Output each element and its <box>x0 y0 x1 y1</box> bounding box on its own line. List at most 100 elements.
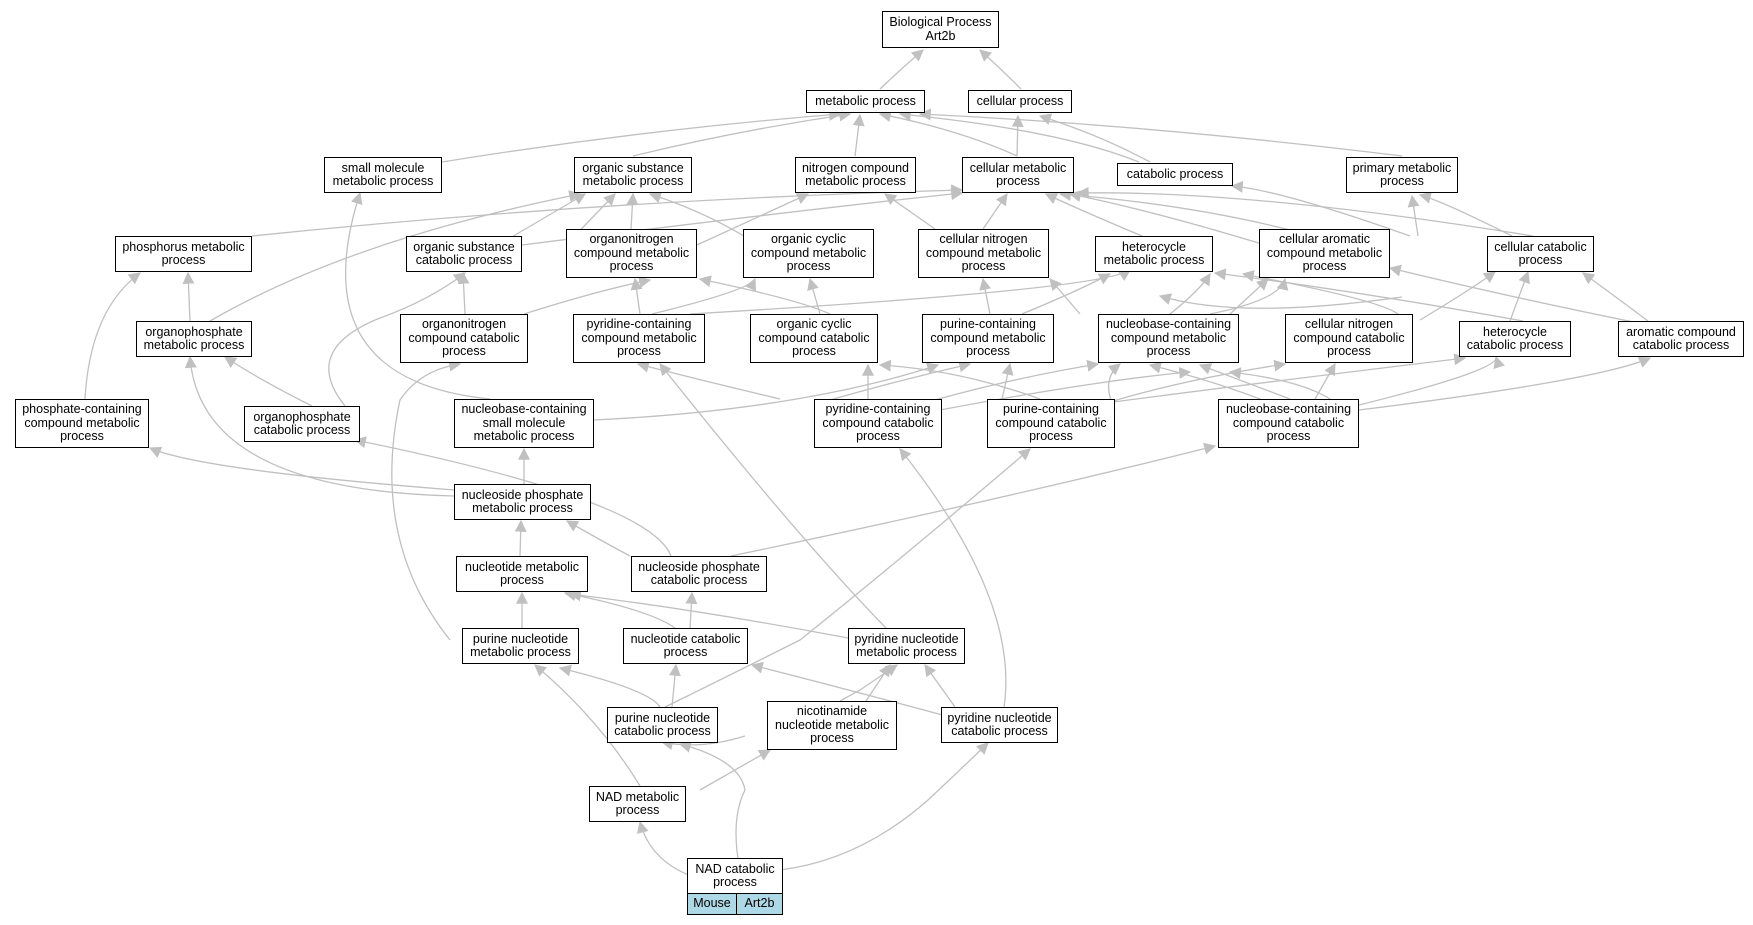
node-nad-catabolic[interactable]: NAD catabolic process <box>687 858 783 894</box>
node-line: purine-containing <box>940 317 1036 332</box>
node-line: compound catabolic <box>408 330 520 345</box>
edge-arrow <box>664 448 1031 708</box>
node-purine-nucleotide-metabolic[interactable]: purine nucleotide metabolic process <box>462 628 579 664</box>
node-metabolic-process[interactable]: metabolic process <box>806 90 925 113</box>
edge-arrow <box>632 109 852 157</box>
node-line: organic cyclic <box>776 317 852 332</box>
node-line: organophosphate <box>253 409 351 424</box>
node-purine-containing-metabolic[interactable]: purine-containing compound metabolic pro… <box>922 314 1054 363</box>
node-phosphorus-metabolic[interactable]: phosphorus metabolic process <box>115 236 252 272</box>
node-line: compound metabolic <box>1110 330 1227 345</box>
node-small-molecule-metabolic[interactable]: small molecule metabolic process <box>324 157 442 193</box>
node-cellular-process[interactable]: cellular process <box>968 90 1072 113</box>
edge-arrow <box>852 113 865 157</box>
edge-arrow <box>899 448 1007 708</box>
node-primary-metabolic[interactable]: primary metabolic process <box>1346 157 1458 193</box>
node-line: primary metabolic <box>1352 160 1452 175</box>
edge-arrow <box>1213 268 1524 322</box>
edge-arrow <box>678 740 746 871</box>
node-line: pyridine nucleotide <box>947 710 1052 725</box>
node-pyridine-containing-catabolic[interactable]: pyridine-containing compound catabolic p… <box>814 399 942 448</box>
node-line: pyridine-containing <box>586 317 692 332</box>
node-nucleobase-small-molecule-metabolic[interactable]: nucleobase-containing small molecule met… <box>454 399 594 448</box>
node-nucleoside-phosphate-metabolic[interactable]: nucleoside phosphate metabolic process <box>454 484 591 520</box>
node-organic-substance-metabolic[interactable]: organic substance metabolic process <box>574 157 692 193</box>
node-line: metabolic process <box>805 174 906 188</box>
node-nucleotide-catabolic[interactable]: nucleotide catabolic process <box>623 628 748 664</box>
node-nucleoside-phosphate-catabolic[interactable]: nucleoside phosphate catabolic process <box>631 556 767 592</box>
node-line: process <box>615 803 660 817</box>
species-gene-legend: Mouse Art2b <box>687 893 783 915</box>
node-purine-containing-catabolic[interactable]: purine-containing compound catabolic pro… <box>987 399 1115 448</box>
node-line: purine nucleotide <box>614 710 711 725</box>
node-line: catabolic process <box>1632 338 1730 352</box>
edge-arrow <box>1418 191 1513 237</box>
edge-arrow <box>1230 180 1411 237</box>
node-purine-nucleotide-catabolic[interactable]: purine nucleotide catabolic process <box>607 707 718 743</box>
edge-arrow <box>898 109 1140 163</box>
node-line: nucleoside phosphate <box>461 487 584 502</box>
node-line: NAD metabolic <box>595 789 680 804</box>
node-cellular-aromatic-metabolic[interactable]: cellular aromatic compound metabolic pro… <box>1259 229 1390 278</box>
node-pyridine-containing-metabolic[interactable]: pyridine-containing compound metabolic p… <box>573 314 705 363</box>
edge-arrow <box>84 272 141 400</box>
node-heterocycle-metabolic[interactable]: heterocycle metabolic process <box>1095 236 1213 272</box>
node-organophosphate-catabolic[interactable]: organophosphate catabolic process <box>244 406 360 442</box>
edge-arrow <box>807 277 821 315</box>
node-nad-metabolic[interactable]: NAD metabolic process <box>589 786 686 822</box>
node-line: catabolic process <box>1466 338 1564 352</box>
edge-arrow <box>979 49 1022 90</box>
edge-arrow <box>630 277 643 315</box>
edge-arrow <box>1011 114 1024 157</box>
edge-arrow <box>698 275 831 315</box>
node-organic-cyclic-catabolic[interactable]: organic cyclic compound catabolic proces… <box>750 314 878 363</box>
edge-arrow <box>1358 356 1652 411</box>
node-line: small molecule <box>482 415 566 430</box>
node-phosphate-containing-metabolic[interactable]: phosphate-containing compound metabolic … <box>15 399 149 448</box>
node-biological-process[interactable]: Biological Process Art2b <box>882 11 999 48</box>
edge-arrow <box>1388 264 1649 326</box>
node-line: metabolic process <box>332 174 434 188</box>
node-line: catabolic process <box>951 724 1048 738</box>
node-heterocycle-catabolic[interactable]: heterocycle catabolic process <box>1459 321 1571 357</box>
node-nucleobase-containing-catabolic[interactable]: nucleobase-containing compound catabolic… <box>1218 399 1359 448</box>
node-pyridine-nucleotide-catabolic[interactable]: pyridine nucleotide catabolic process <box>941 707 1058 743</box>
node-line: compound metabolic <box>750 245 867 260</box>
edge-arrow <box>1068 190 1263 245</box>
edge-arrow <box>648 191 745 237</box>
node-organonitrogen-catabolic[interactable]: organonitrogen compound catabolic proces… <box>400 314 528 363</box>
edge-arrow <box>669 663 681 708</box>
edge-arrow <box>696 193 810 246</box>
node-nucleotide-metabolic[interactable]: nucleotide metabolic process <box>456 556 588 592</box>
node-nucleobase-containing-metabolic[interactable]: nucleobase-containing compound metabolic… <box>1098 314 1239 363</box>
edge-arrow <box>1001 362 1014 400</box>
node-line: metabolic process <box>856 645 957 659</box>
node-cellular-nitrogen-catabolic[interactable]: cellular nitrogen compound catabolic pro… <box>1285 314 1413 363</box>
node-cellular-metabolic[interactable]: cellular metabolic process <box>962 157 1074 193</box>
node-line: pyridine-containing <box>825 402 931 417</box>
edge-arrow <box>1209 277 1289 315</box>
node-cellular-catabolic[interactable]: cellular catabolic process <box>1487 236 1594 272</box>
node-nitrogen-compound-metabolic[interactable]: nitrogen compound metabolic process <box>795 157 916 193</box>
node-line: NAD catabolic <box>695 861 775 876</box>
node-line: catabolic process <box>253 423 351 437</box>
node-line: cellular aromatic <box>1278 232 1370 247</box>
node-organic-cyclic-metabolic[interactable]: organic cyclic compound metabolic proces… <box>743 229 874 278</box>
edge-arrow <box>982 193 1008 230</box>
node-organophosphate-metabolic[interactable]: organophosphate metabolic process <box>136 321 252 357</box>
node-line: compound catabolic <box>995 415 1107 430</box>
edge-arrow <box>593 362 940 421</box>
node-line: compound catabolic <box>1232 415 1345 430</box>
node-nicotinamide-nucleotide-metabolic[interactable]: nicotinamide nucleotide metabolic proces… <box>767 701 897 750</box>
edge-arrow <box>1169 272 1211 315</box>
node-line: metabolic process <box>470 645 571 659</box>
node-line: catabolic process <box>650 573 748 587</box>
node-pyridine-nucleotide-metabolic[interactable]: pyridine nucleotide metabolic process <box>848 628 965 664</box>
edge-arrow <box>1314 362 1336 400</box>
node-line: process <box>1380 174 1424 188</box>
node-organic-substance-catabolic[interactable]: organic substance catabolic process <box>406 236 522 272</box>
node-aromatic-compound-catabolic[interactable]: aromatic compound catabolic process <box>1618 321 1744 357</box>
node-organonitrogen-metabolic[interactable]: organonitrogen compound metabolic proces… <box>566 229 697 278</box>
node-cellular-nitrogen-metabolic[interactable]: cellular nitrogen compound metabolic pro… <box>918 229 1049 278</box>
node-catabolic-process[interactable]: catabolic process <box>1117 163 1233 186</box>
